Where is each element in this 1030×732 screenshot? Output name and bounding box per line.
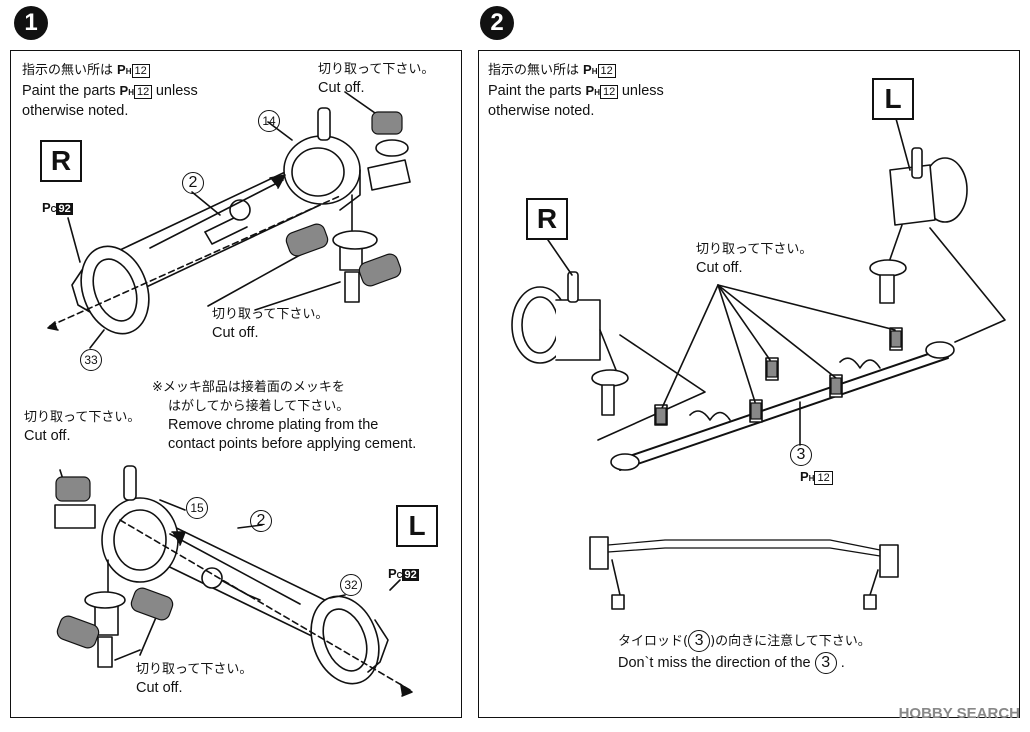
panel2-note-en-1: Paint the parts (488, 83, 582, 99)
direction-note: タイロッド(3)の向きに注意して下さい。 Don`t miss the dire… (618, 630, 871, 674)
step-1-badge: 1 (14, 6, 48, 40)
part-14-label: 14 (258, 110, 280, 132)
part-2-label-bottom: 2 (250, 510, 272, 532)
panel-step-1 (10, 50, 462, 718)
panel2-note-en-2: otherwise noted. (488, 103, 595, 119)
step-2-badge: 2 (480, 6, 514, 40)
part-32-label: 32 (340, 574, 362, 596)
panel1-cutoff-bottom: 切り取って下さい。 Cut off. (136, 662, 253, 696)
panel2-label-R: R (526, 198, 568, 240)
panel1-cutoff-left: 切り取って下さい。 Cut off. (24, 410, 141, 444)
panel1-label-L: L (396, 505, 438, 547)
panel1-note-ja: 指示の無い所は (22, 63, 114, 78)
chrome-note: ※メッキ部品は接着面のメッキを はがしてから接着して下さい。 Remove ch… (152, 380, 417, 452)
panel1-note-en-1: Paint the parts (22, 83, 116, 99)
watermark: HOBBY SEARCH (898, 705, 1020, 722)
part-33-label: 33 (80, 349, 102, 371)
part-15-label: 15 (186, 497, 208, 519)
panel2-note-en-1b: unless (621, 83, 664, 99)
panel1-cutoff-top: 切り取って下さい。 Cut off. (318, 62, 435, 96)
part-2-label-top: 2 (182, 172, 204, 194)
panel2-cutoff: 切り取って下さい。 Cut off. (696, 242, 813, 276)
part-3-label: 3 (790, 444, 812, 466)
panel1-note-en-2: otherwise noted. (22, 103, 129, 119)
panel1-cutoff-mid: 切り取って下さい。 Cut off. (212, 307, 329, 341)
panel1-label-R: R (40, 140, 82, 182)
panel1-note-en-1b: unless (155, 83, 198, 99)
panel2-note-ja: 指示の無い所は (488, 63, 580, 78)
panel2-label-L: L (872, 78, 914, 120)
